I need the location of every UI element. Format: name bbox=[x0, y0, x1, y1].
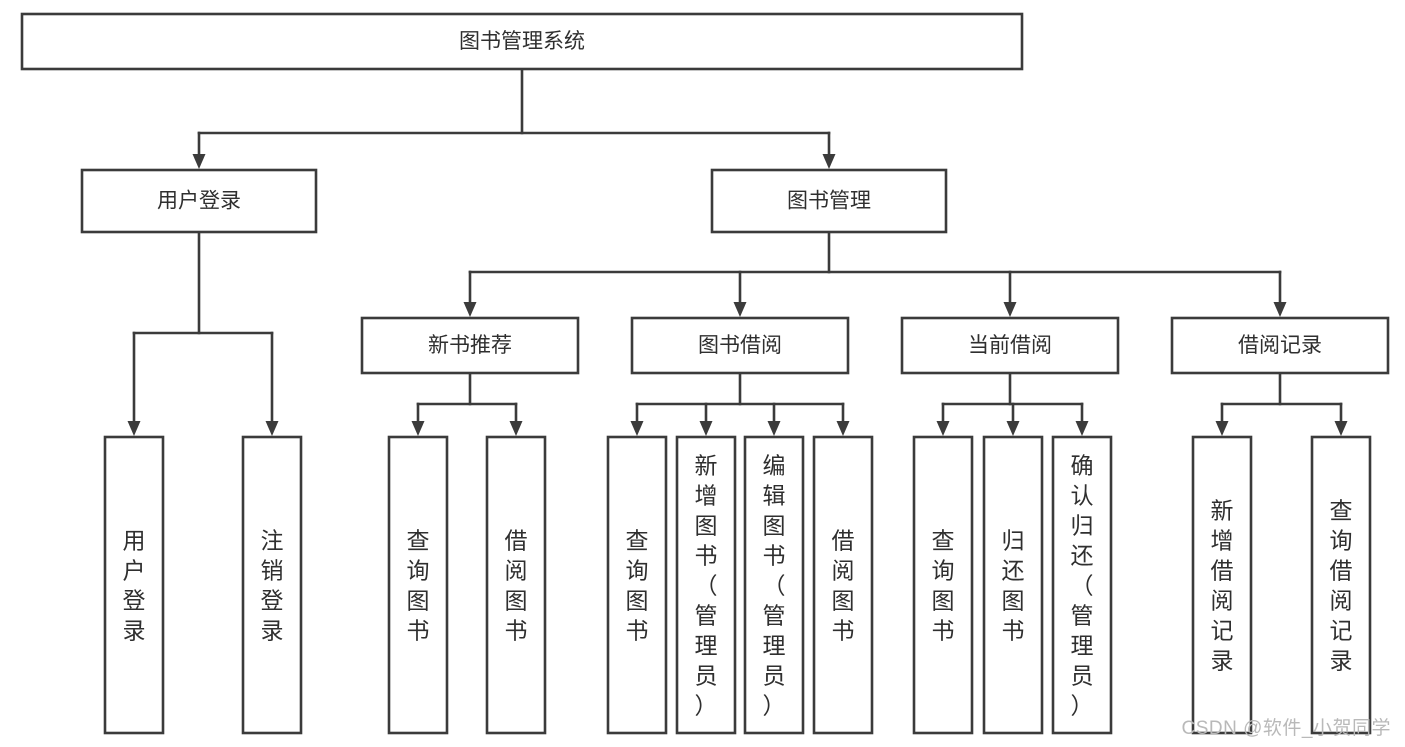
edge-group bbox=[936, 371, 1089, 436]
node-l3_3[interactable]: 借阅记录 bbox=[1170, 316, 1390, 375]
edge-group bbox=[192, 67, 836, 169]
node-label: 编辑图书（管理员） bbox=[763, 452, 786, 718]
node-label: 用户登录 bbox=[157, 190, 241, 213]
arrow-head-icon bbox=[265, 421, 279, 436]
node-leaf_6[interactable]: 编辑图书（管理员） bbox=[743, 435, 805, 735]
node-box bbox=[900, 316, 1120, 375]
node-label: 新增借阅记录 bbox=[1211, 497, 1234, 673]
node-box bbox=[812, 435, 874, 735]
node-label: 归还图书 bbox=[1002, 527, 1025, 643]
node-leaf_2[interactable]: 查询图书 bbox=[387, 435, 449, 735]
edge-group bbox=[1215, 371, 1348, 436]
node-box bbox=[606, 435, 668, 735]
arrow-head-icon bbox=[1006, 421, 1020, 436]
node-leaf_11[interactable]: 新增借阅记录 bbox=[1191, 435, 1253, 735]
node-box bbox=[80, 168, 318, 234]
node-l2_0[interactable]: 用户登录 bbox=[80, 168, 318, 234]
node-box bbox=[912, 435, 974, 735]
node-label: 新书推荐 bbox=[428, 334, 512, 357]
node-box bbox=[1051, 435, 1113, 735]
arrow-head-icon bbox=[127, 421, 141, 436]
node-leaf_10[interactable]: 确认归还（管理员） bbox=[1051, 435, 1113, 735]
node-box bbox=[103, 435, 165, 735]
node-label: 借阅记录 bbox=[1238, 334, 1322, 357]
arrow-head-icon bbox=[463, 302, 477, 317]
arrow-head-icon bbox=[509, 421, 523, 436]
node-box bbox=[630, 316, 850, 375]
node-leaf_7[interactable]: 借阅图书 bbox=[812, 435, 874, 735]
node-leaf_3[interactable]: 借阅图书 bbox=[485, 435, 547, 735]
node-box bbox=[20, 12, 1024, 71]
node-label: 查询图书 bbox=[932, 527, 955, 643]
arrow-head-icon bbox=[836, 421, 850, 436]
node-box bbox=[360, 316, 580, 375]
node-l3_0[interactable]: 新书推荐 bbox=[360, 316, 580, 375]
node-label: 图书借阅 bbox=[698, 334, 782, 357]
edge-group bbox=[463, 230, 1287, 317]
arrow-head-icon bbox=[1215, 421, 1229, 436]
node-leaf_0[interactable]: 用户登录 bbox=[103, 435, 165, 735]
arrow-head-icon bbox=[630, 421, 644, 436]
node-label: 查询借阅记录 bbox=[1330, 497, 1353, 673]
node-label: 注销登录 bbox=[261, 527, 284, 643]
node-leaf_4[interactable]: 查询图书 bbox=[606, 435, 668, 735]
node-box bbox=[241, 435, 303, 735]
arrow-head-icon bbox=[699, 421, 713, 436]
node-leaf_9[interactable]: 归还图书 bbox=[982, 435, 1044, 735]
node-label: 确认归还（管理员） bbox=[1071, 452, 1094, 718]
node-box bbox=[675, 435, 737, 735]
node-box bbox=[1191, 435, 1253, 735]
node-layer: 图书管理系统用户登录图书管理新书推荐图书借阅当前借阅借阅记录用户登录注销登录查询… bbox=[20, 12, 1390, 735]
node-box bbox=[485, 435, 547, 735]
edge-group bbox=[411, 371, 523, 436]
arrow-head-icon bbox=[936, 421, 950, 436]
arrow-head-icon bbox=[192, 154, 206, 169]
arrow-head-icon bbox=[733, 302, 747, 317]
node-label: 图书管理 bbox=[787, 190, 871, 213]
arrow-head-icon bbox=[767, 421, 781, 436]
arrow-head-icon bbox=[822, 154, 836, 169]
node-label: 借阅图书 bbox=[505, 527, 528, 643]
node-label: 借阅图书 bbox=[832, 527, 855, 643]
node-label: 图书管理系统 bbox=[459, 30, 585, 53]
node-root[interactable]: 图书管理系统 bbox=[20, 12, 1024, 71]
node-box bbox=[387, 435, 449, 735]
node-l3_1[interactable]: 图书借阅 bbox=[630, 316, 850, 375]
node-box bbox=[743, 435, 805, 735]
node-box bbox=[982, 435, 1044, 735]
edge-layer bbox=[127, 67, 1348, 436]
node-box bbox=[1310, 435, 1372, 735]
node-label: 用户登录 bbox=[123, 527, 146, 643]
node-label: 查询图书 bbox=[626, 527, 649, 643]
node-l3_2[interactable]: 当前借阅 bbox=[900, 316, 1120, 375]
arrow-head-icon bbox=[1334, 421, 1348, 436]
arrow-head-icon bbox=[1273, 302, 1287, 317]
node-leaf_12[interactable]: 查询借阅记录 bbox=[1310, 435, 1372, 735]
node-label: 查询图书 bbox=[407, 527, 430, 643]
node-box bbox=[1170, 316, 1390, 375]
node-leaf_1[interactable]: 注销登录 bbox=[241, 435, 303, 735]
arrow-head-icon bbox=[1003, 302, 1017, 317]
node-l2_1[interactable]: 图书管理 bbox=[710, 168, 948, 234]
node-leaf_5[interactable]: 新增图书（管理员） bbox=[675, 435, 737, 735]
node-box bbox=[710, 168, 948, 234]
node-leaf_8[interactable]: 查询图书 bbox=[912, 435, 974, 735]
edge-group bbox=[127, 230, 279, 436]
node-label: 当前借阅 bbox=[968, 334, 1052, 357]
edge-group bbox=[630, 371, 850, 436]
arrow-head-icon bbox=[1075, 421, 1089, 436]
arrow-head-icon bbox=[411, 421, 425, 436]
node-label: 新增图书（管理员） bbox=[695, 452, 718, 718]
